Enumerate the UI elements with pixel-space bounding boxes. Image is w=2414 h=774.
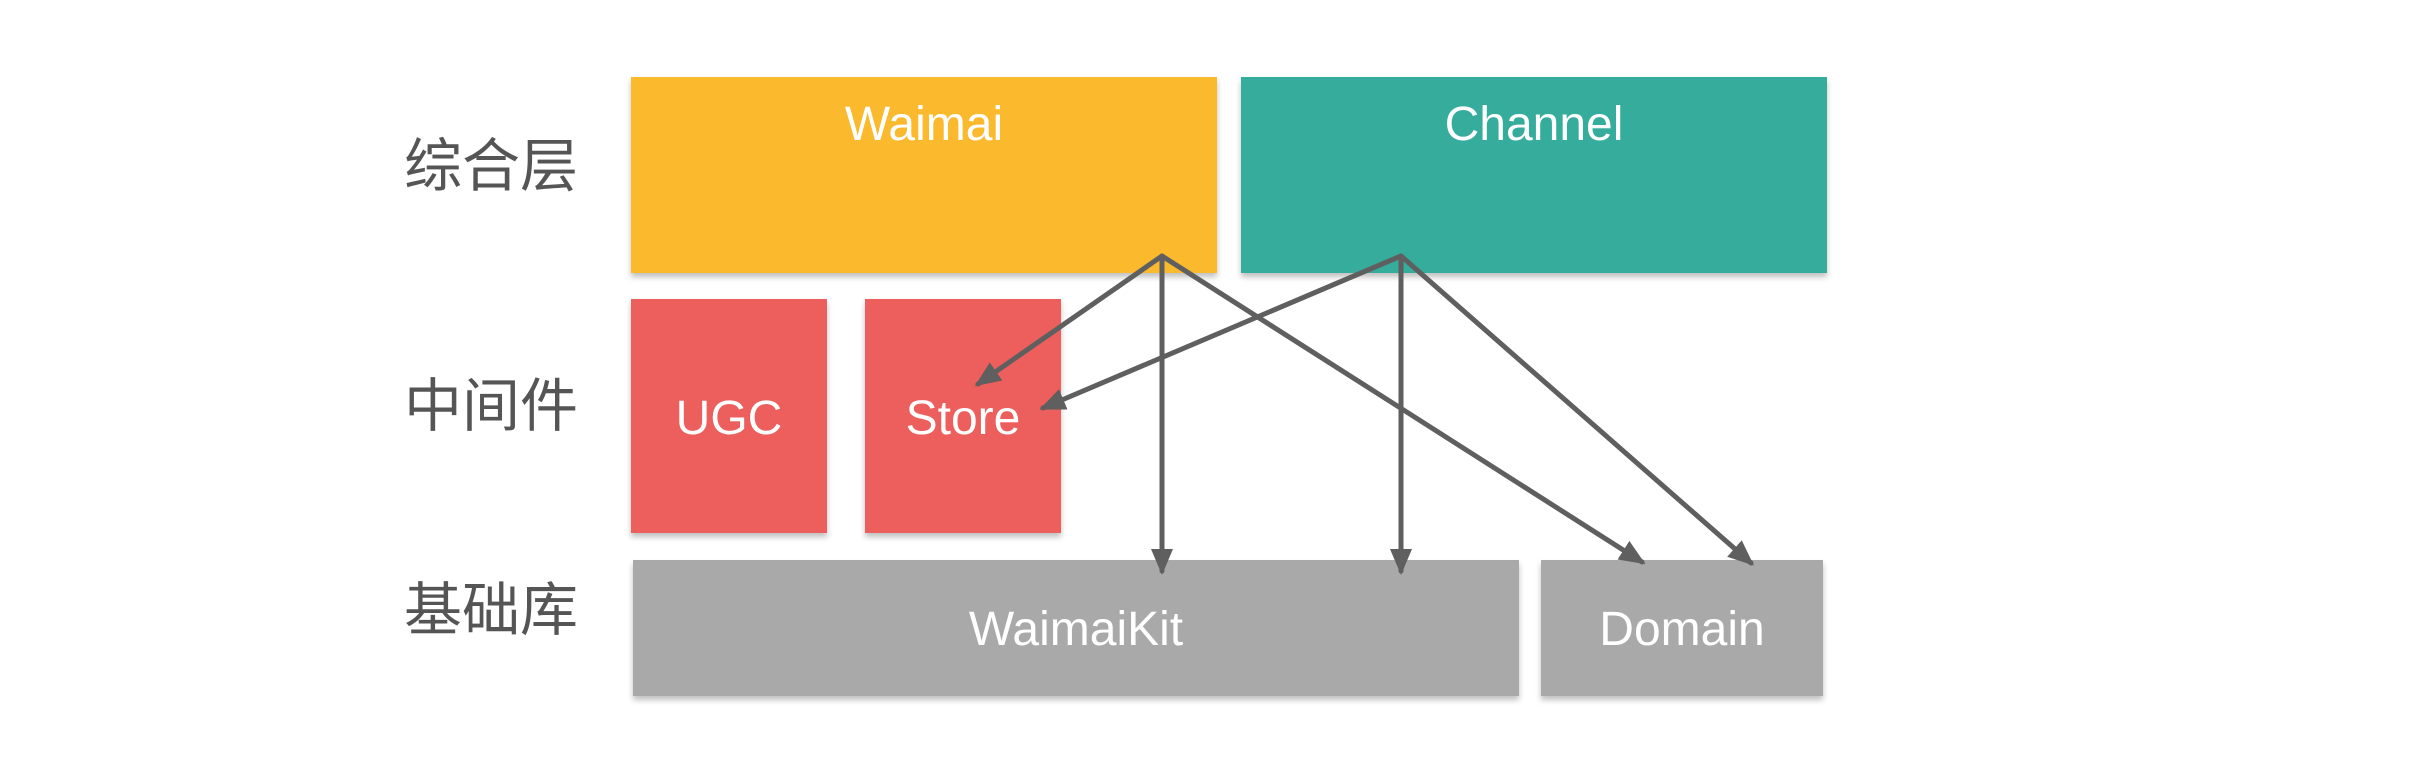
box-channel-label: Channel: [1445, 98, 1624, 151]
arrow-channel-to-store: [1039, 253, 1404, 411]
arrow-waimai-to-store: [974, 253, 1165, 387]
box-waimaikit: WaimaiKit: [633, 560, 1519, 696]
layer-label-foundation: 基础库: [404, 576, 578, 644]
box-domain-label: Domain: [1599, 603, 1764, 656]
box-waimaikit-rect: [633, 560, 1519, 696]
box-store: Store: [865, 299, 1061, 533]
box-store-rect: [865, 299, 1061, 533]
box-store-label: Store: [906, 392, 1021, 445]
box-waimai-label: Waimai: [845, 98, 1003, 151]
layer-label-integration: 综合层: [404, 132, 578, 200]
box-channel: Channel: [1241, 77, 1827, 273]
box-ugc-label: UGC: [676, 392, 783, 445]
box-domain-rect: [1541, 560, 1823, 696]
dependency-arrows: [974, 253, 1755, 575]
box-waimai-rect: [631, 77, 1217, 273]
box-channel-rect: [1241, 77, 1827, 273]
arrow-channel-to-domain: [1398, 253, 1755, 566]
box-domain: Domain: [1541, 560, 1823, 696]
layer-label-middleware: 中间件: [404, 372, 578, 440]
box-ugc: UGC: [631, 299, 827, 533]
box-waimaikit-label: WaimaiKit: [969, 603, 1183, 656]
box-waimai: Waimai: [631, 77, 1217, 273]
box-ugc-rect: [631, 299, 827, 533]
